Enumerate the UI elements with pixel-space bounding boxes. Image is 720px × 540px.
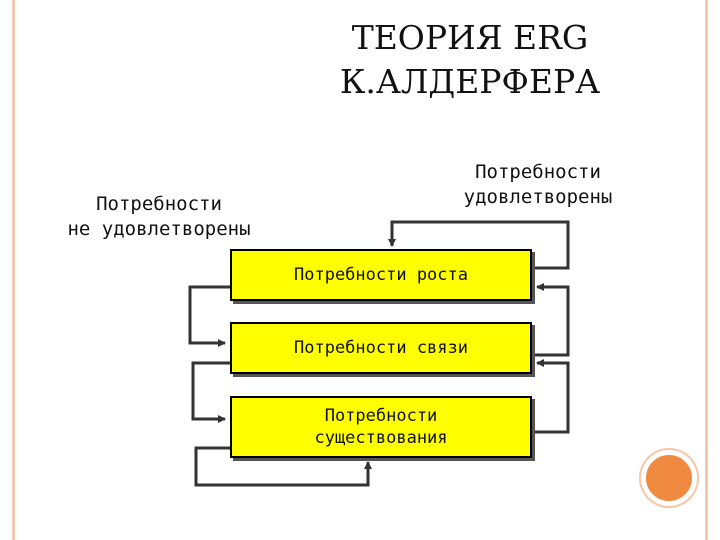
title-line-1: ТЕОРИЯ ERG (351, 18, 589, 57)
box-relatedness-label: Потребности связи (294, 338, 468, 358)
arrow-left-bottom-loop (194, 446, 372, 487)
box-growth-needs: Потребности роста (230, 249, 532, 301)
arrow-left-relatedness-to-existence (191, 361, 230, 423)
arrow-right-existence-to-relatedness (532, 359, 570, 434)
label-needs-satisfied: Потребности удовлетворены (428, 160, 648, 210)
box-growth-label: Потребности роста (294, 265, 468, 285)
label-needs-unsatisfied: Потребности не удовлетворены (40, 192, 278, 242)
arrow-right-relatedness-to-growth (532, 283, 570, 357)
label-satisfied-line-1: Потребности (475, 161, 601, 183)
arrow-right-top-loop (388, 220, 570, 270)
box-existence-needs: Потребности существования (230, 396, 532, 458)
box-existence-line-2: существования (314, 428, 448, 448)
label-unsatisfied-line-2: не удовлетворены (67, 218, 251, 240)
slide-title: ТЕОРИЯ ERG К.АЛДЕРФЕРА (290, 16, 650, 104)
slide-frame (12, 0, 708, 540)
box-relatedness-needs: Потребности связи (230, 322, 532, 374)
label-satisfied-line-2: удовлетворены (463, 186, 613, 208)
decorative-orange-circle (641, 450, 697, 506)
label-unsatisfied-line-1: Потребности (96, 193, 222, 215)
title-line-2: К.АЛДЕРФЕРА (339, 62, 601, 101)
arrow-left-growth-to-relatedness (188, 285, 230, 347)
box-existence-line-1: Потребности (324, 406, 438, 426)
